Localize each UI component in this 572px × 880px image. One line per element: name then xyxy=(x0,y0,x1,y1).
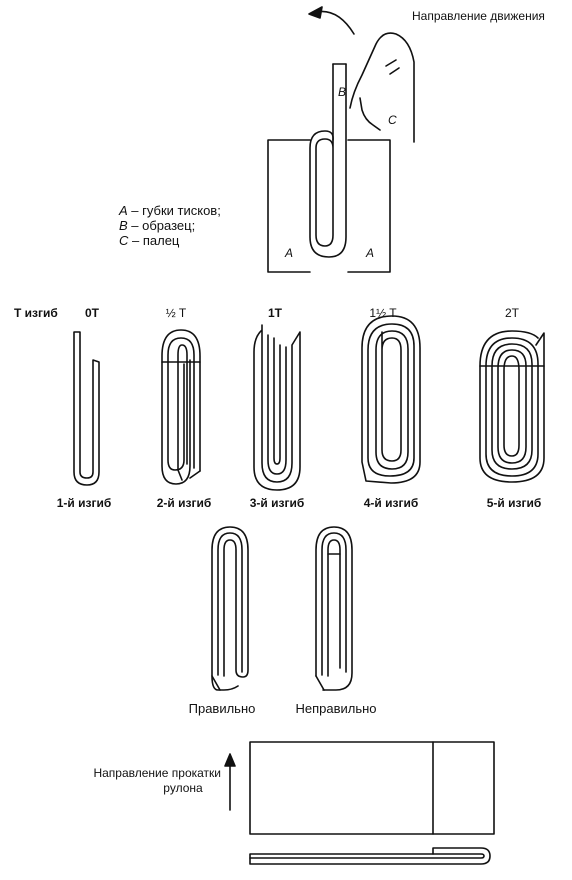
correct-bend-shape xyxy=(211,526,249,691)
t-value-half-t: ½ T xyxy=(165,306,187,320)
rolling-direction-label-line1: Направление прокатки xyxy=(93,766,221,780)
coil-sheet xyxy=(249,741,495,835)
sample-strip xyxy=(309,63,347,258)
bend-1-5t-shape xyxy=(361,315,421,484)
bend-1t-shape xyxy=(253,324,301,491)
left-jaw-label: A xyxy=(285,246,294,260)
vise-jaw-left xyxy=(267,139,311,273)
legend-item-jaws: A – губки тисков; xyxy=(119,203,221,218)
finger-label: C xyxy=(388,113,397,127)
legend-item-finger: C – палец xyxy=(119,233,180,248)
legend: A – губки тисков; B – образец; C – палец xyxy=(119,203,221,248)
folded-strip xyxy=(249,847,491,865)
incorrect-label: Неправильно xyxy=(295,701,377,716)
right-jaw-label: A xyxy=(366,246,375,260)
bend-label-3: 3-й изгиб xyxy=(249,496,305,510)
t-value-1-5t: 1½ T xyxy=(369,306,397,320)
finger xyxy=(349,32,415,143)
bend-0t-shape xyxy=(73,331,100,486)
t-value-2t: 2T xyxy=(504,306,520,320)
bend-label-1: 1-й изгиб xyxy=(56,496,112,510)
legend-item-sample: B – образец; xyxy=(119,218,196,233)
incorrect-bend-shape xyxy=(315,526,353,691)
sample-label: B xyxy=(338,85,347,99)
roll-direction-arrow xyxy=(224,753,236,811)
t-value-0t: 0T xyxy=(84,306,100,320)
direction-arrow xyxy=(308,6,355,35)
bend-label-2: 2-й изгиб xyxy=(156,496,212,510)
bend-2t-shape xyxy=(479,330,545,483)
bend-half-t-shape xyxy=(161,329,201,485)
t-bend-row-label: Т изгиб xyxy=(14,306,58,320)
motion-direction-label: Направление движения xyxy=(412,9,545,23)
vise-jaw-right xyxy=(347,139,391,273)
bend-label-5: 5-й изгиб xyxy=(486,496,542,510)
correct-label: Правильно xyxy=(188,701,256,716)
bend-label-4: 4-й изгиб xyxy=(363,496,419,510)
t-value-1t: 1T xyxy=(267,306,283,320)
rolling-direction-label-line2: рулона xyxy=(163,781,203,795)
